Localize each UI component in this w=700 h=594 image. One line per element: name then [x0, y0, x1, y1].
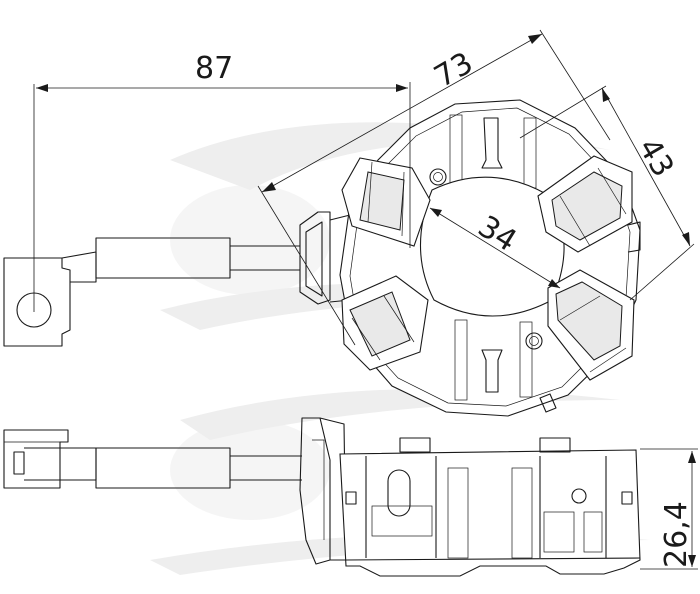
lead-wire-side	[95, 447, 302, 489]
brush-box-upper-right	[537, 155, 633, 253]
brush-box-lower-right	[547, 269, 635, 381]
lead-wire	[95, 237, 300, 279]
top-view	[3, 99, 641, 417]
side-view	[3, 417, 641, 577]
brush-box-upper-left	[341, 157, 431, 247]
dimension-26-4: 26,4	[640, 448, 698, 570]
terminal-lug	[3, 251, 97, 347]
holder-body-side	[339, 437, 641, 577]
brush-box-lower-left	[341, 275, 429, 371]
dimension-43-label: 43	[631, 133, 680, 184]
dimension-26-4-label: 26,4	[659, 501, 694, 568]
dimension-87-label: 87	[195, 51, 233, 86]
terminal-lug-side	[3, 429, 97, 489]
dimension-87: 87	[33, 51, 411, 312]
dimension-73-label: 73	[429, 46, 480, 95]
